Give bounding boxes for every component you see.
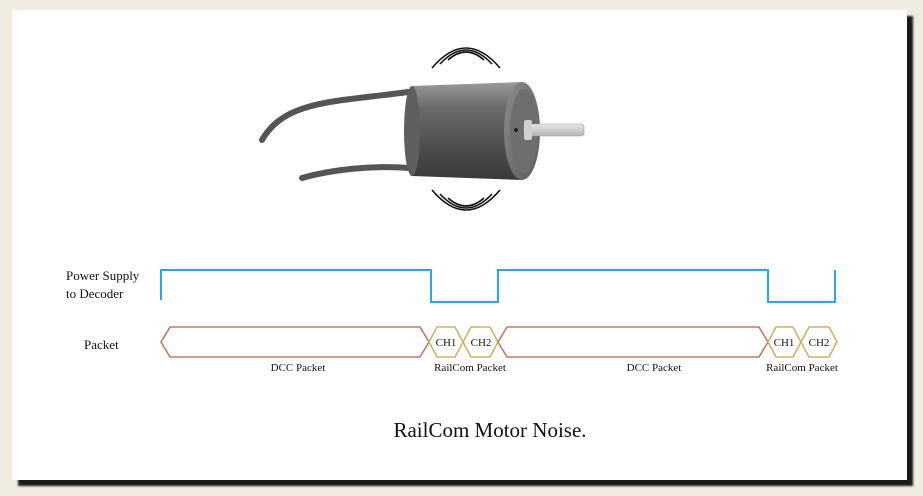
ch2-label: CH2 [809, 337, 830, 349]
railcom-packet-label: RailCom Packet [434, 362, 506, 374]
motor-wire-bottom [299, 164, 413, 181]
ch1-label: CH1 [436, 337, 457, 349]
motor-wire-top [259, 89, 411, 143]
ch1-packet-shape [767, 326, 802, 358]
power-supply-label-line2: to Decoder [66, 286, 124, 301]
motor-body [408, 82, 522, 180]
motor-icon [259, 47, 585, 211]
dcc-packet-shape [497, 326, 769, 358]
ch1-packet-shape [428, 326, 464, 358]
ch2-packet-shape [462, 326, 499, 358]
vibration-arcs-bottom [431, 189, 501, 211]
ch2-packet-shape [800, 326, 838, 358]
diagram-caption: RailCom Motor Noise. [393, 418, 586, 442]
power-waveform [160, 269, 836, 303]
dcc-packet-label: DCC Packet [271, 362, 326, 374]
packet-row-label: Packet [84, 337, 119, 352]
motor-left-end [404, 86, 420, 176]
railcom-packet-label: RailCom Packet [766, 362, 838, 374]
ch2-label: CH2 [471, 337, 492, 349]
dcc-packet-label: DCC Packet [627, 362, 682, 374]
ch1-label: CH1 [774, 337, 795, 349]
dcc-packet-shape [160, 326, 430, 358]
motor-shaft [523, 123, 585, 137]
vibration-arcs-top [431, 47, 501, 69]
power-supply-label-line1: Power Supply [66, 268, 140, 283]
